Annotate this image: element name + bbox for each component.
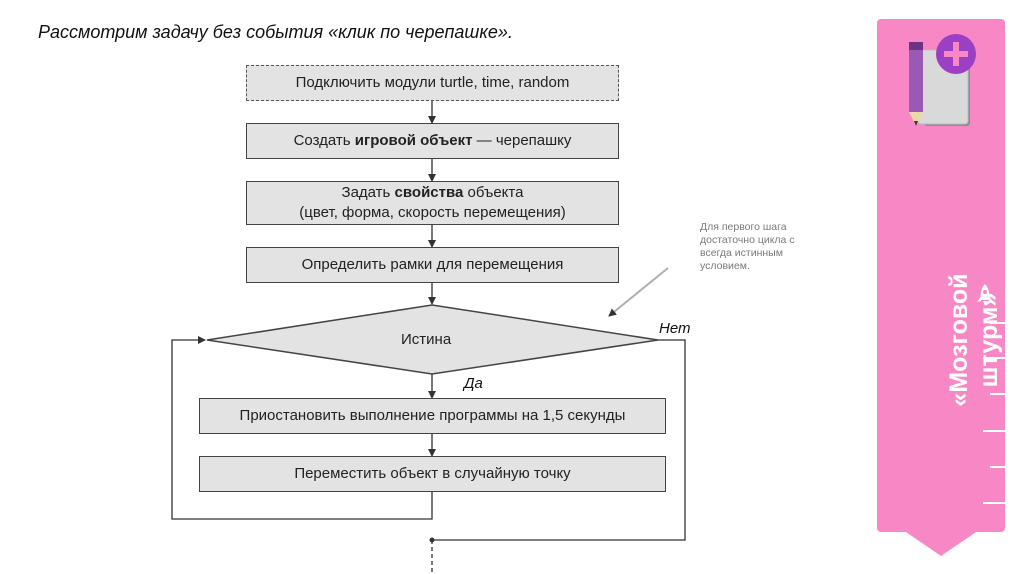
ruler-tick xyxy=(983,430,1005,432)
note-pointer-arrow xyxy=(608,267,669,317)
step-create-object: Создать игровой объект — черепашку xyxy=(246,123,619,159)
ruler-tick xyxy=(990,322,1005,324)
loop-back-connector xyxy=(171,336,433,520)
branch-yes-label: Да xyxy=(464,375,483,392)
step-set-properties: Задать свойства объекта (цвет, форма, ск… xyxy=(246,181,619,225)
sidebar-title-line2: штурм» xyxy=(975,292,1003,388)
step-import-modules: Подключить модули turtle, time, random xyxy=(246,65,619,101)
rocket-icon xyxy=(977,284,993,306)
connector-dot xyxy=(429,537,435,543)
step-pause: Приостановить выполнение программы на 1,… xyxy=(199,398,666,434)
ruler-tick xyxy=(983,357,1005,359)
pencil-notebook-plus-icon xyxy=(909,34,976,126)
no-branch-connector xyxy=(432,339,686,541)
sidebar-title: «Мозговой штурм» xyxy=(944,240,1004,440)
side-note: Для первого шага достаточно цикла с всег… xyxy=(700,221,795,272)
step-move-random: Переместить объект в случайную точку xyxy=(199,456,666,492)
ruler-tick xyxy=(990,466,1005,468)
ruler-tick xyxy=(983,502,1005,504)
slide-title: Рассмотрим задачу без события «клик по ч… xyxy=(38,22,513,42)
condition-label: Истина xyxy=(401,331,452,348)
ruler-tick xyxy=(990,393,1005,395)
step-define-bounds: Определить рамки для перемещения xyxy=(246,247,619,283)
branch-no-label: Нет xyxy=(659,320,691,337)
brainstorm-sidebar-tail xyxy=(903,530,979,556)
sidebar-title-line1: «Мозговой xyxy=(945,273,973,407)
